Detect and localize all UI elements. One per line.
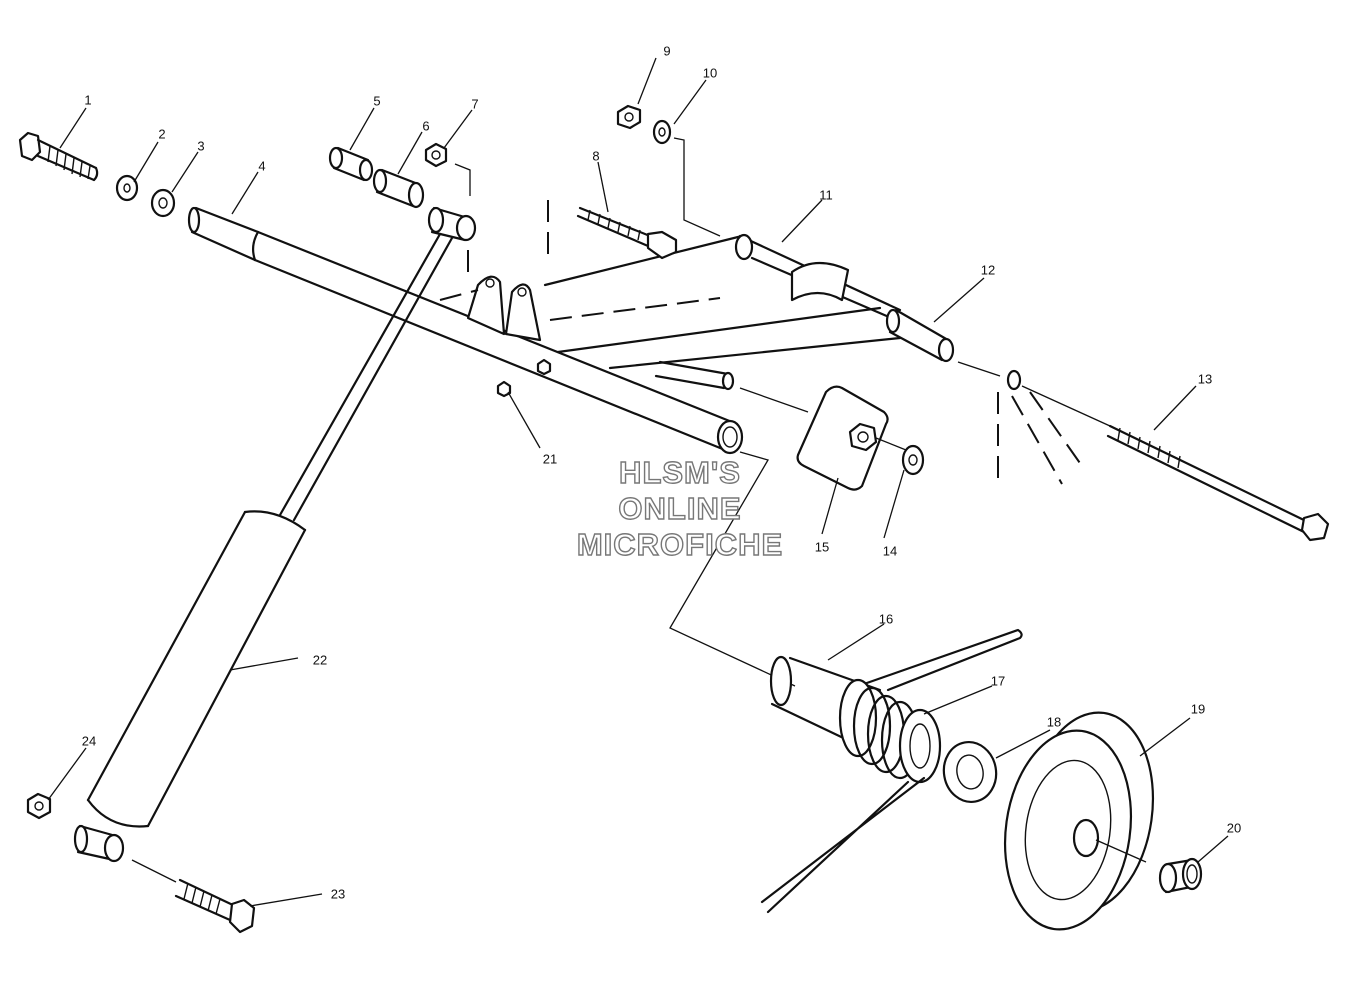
callout-22: 22 — [312, 652, 328, 668]
part-10-washer — [652, 119, 672, 145]
part-23-bolt — [174, 878, 256, 934]
part-21-nut — [496, 358, 552, 398]
part-20-bushing — [1158, 857, 1203, 894]
part-19-idler-wheel — [1003, 711, 1155, 931]
callout-18: 18 — [1046, 714, 1062, 730]
callout-14: 14 — [882, 543, 898, 559]
part-13-bolt — [1106, 424, 1330, 542]
callout-19: 19 — [1190, 701, 1206, 717]
callout-1: 1 — [84, 92, 92, 108]
callout-2: 2 — [158, 126, 166, 142]
bracket-alignment-line-left — [439, 289, 479, 301]
callout-13: 13 — [1197, 371, 1213, 387]
callout-5: 5 — [373, 93, 381, 109]
callout-20: 20 — [1226, 820, 1242, 836]
callout-10: 10 — [702, 65, 718, 81]
part-15-alignment-line — [739, 387, 809, 413]
part-5-bushing — [328, 146, 374, 182]
part-12-alignment-line — [957, 361, 1001, 377]
part-15-block — [796, 385, 889, 491]
part-3-washer — [150, 188, 176, 218]
watermark-line-1: HLSM'S — [618, 454, 741, 490]
callout-17: 17 — [990, 673, 1006, 689]
callout-6: 6 — [422, 118, 430, 134]
callout-4: 4 — [258, 158, 266, 174]
pivot-bracket-dashed — [997, 369, 1083, 485]
callout-11: 11 — [819, 187, 833, 203]
part-6-bushing — [372, 168, 425, 209]
callout-16: 16 — [878, 611, 894, 627]
callout-15: 15 — [814, 539, 830, 555]
callout-21: 21 — [542, 451, 558, 467]
watermark-line-2: ONLINE — [618, 490, 742, 526]
part-8-bolt — [576, 206, 678, 260]
callout-7: 7 — [471, 96, 479, 112]
part-11-swing-arm — [543, 233, 902, 370]
part-13-alignment-line — [1021, 385, 1111, 427]
callout-3: 3 — [197, 138, 205, 154]
part-7-alignment-line — [454, 163, 471, 196]
part-22-shock-absorber — [73, 206, 477, 863]
idler-alignment-line — [669, 451, 796, 687]
callout-9: 9 — [663, 43, 671, 59]
callout-24: 24 — [81, 733, 97, 749]
callout-leaders — [47, 57, 1229, 907]
watermark: HLSM'S ONLINE MICROFICHE — [576, 454, 784, 563]
part-1-bolt — [18, 131, 99, 182]
part-10-alignment-line — [673, 137, 721, 237]
swing-arm-centerline — [549, 297, 721, 321]
part-17-spring — [760, 628, 1023, 914]
part-7-nut — [424, 142, 448, 168]
cross-rod — [654, 360, 735, 391]
shaft-bracket — [466, 275, 542, 342]
callout-8: 8 — [592, 148, 600, 164]
part-24-nut — [26, 792, 52, 820]
part-9-nut — [616, 104, 642, 130]
part-14-washer — [901, 444, 925, 476]
part-14-alignment-line — [875, 437, 907, 451]
part-23-alignment-line — [131, 859, 177, 883]
watermark-line-3: MICROFICHE — [576, 526, 784, 562]
part-18-washer — [942, 741, 998, 803]
part-12-bushing — [885, 308, 955, 363]
part-2-washer — [115, 174, 139, 202]
callout-23: 23 — [330, 886, 346, 902]
callout-12: 12 — [980, 262, 996, 278]
